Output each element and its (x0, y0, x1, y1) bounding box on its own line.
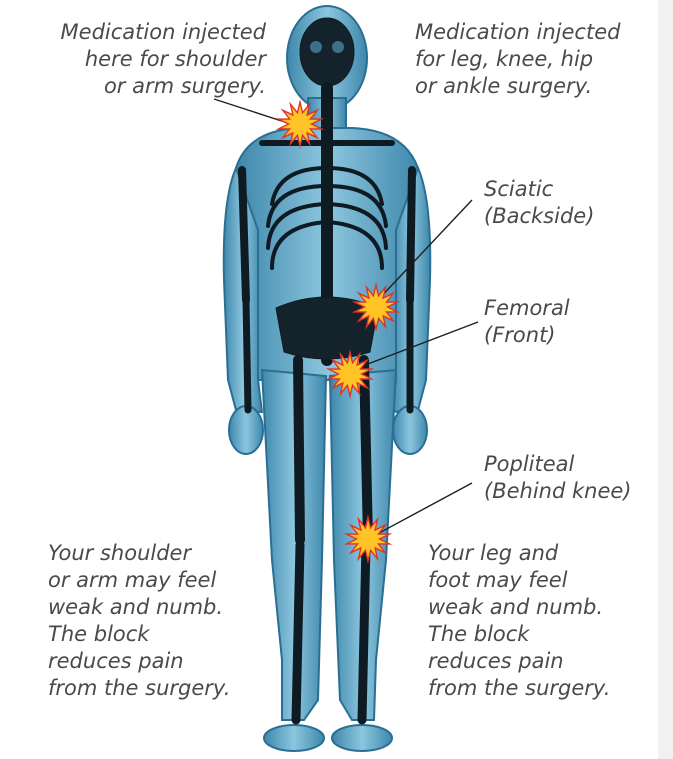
left-eye-socket (310, 41, 322, 53)
right-eye-socket (332, 41, 344, 53)
right-humerus (410, 170, 412, 300)
skull (300, 18, 354, 86)
right-tibia (362, 545, 366, 720)
femoral-label: Femoral (Front) (484, 295, 654, 349)
right-foot (332, 725, 392, 751)
arm-effect-note: Your shoulder or arm may feel weak and n… (48, 540, 263, 702)
left-hand (229, 406, 263, 454)
leg-injection-label: Medication injected for leg, knee, hip o… (415, 19, 665, 100)
left-humerus (242, 170, 246, 300)
left-forearm (246, 300, 248, 410)
shoulder-injection-label: Medication injected here for shoulder or… (6, 19, 266, 100)
sciatic-label: Sciatic (Backside) (484, 176, 654, 230)
popliteal-label: Popliteal (Behind knee) (484, 451, 659, 505)
left-femur (298, 360, 300, 540)
left-foot (264, 725, 324, 751)
leg-effect-note: Your leg and foot may feel weak and numb… (428, 540, 653, 702)
left-tibia (296, 545, 300, 720)
